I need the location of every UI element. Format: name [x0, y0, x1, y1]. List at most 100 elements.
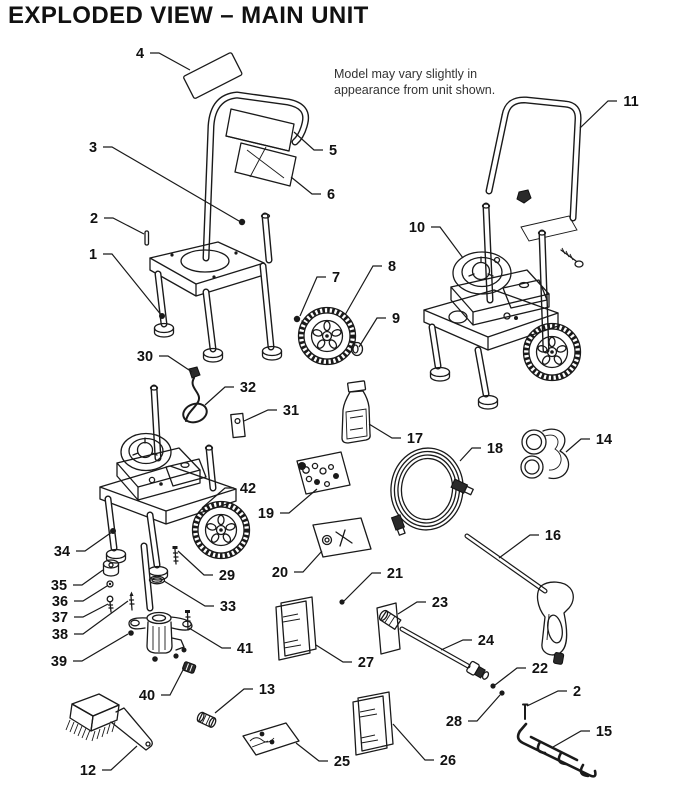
- pump-assembly-drawing: [102, 546, 197, 674]
- hose-hook-drawing: [520, 428, 570, 480]
- callout-label-38-21: 38: [52, 627, 68, 643]
- leader-line-29-16: [177, 550, 213, 576]
- leader-line-10-9: [431, 226, 464, 259]
- hose-fitting-right: [450, 478, 474, 496]
- hub-cap: [350, 341, 364, 357]
- pump-bolt-c: [185, 610, 191, 631]
- handle-panel-lower: [234, 142, 297, 187]
- leader-line-16-31: [498, 534, 539, 559]
- leader-line-24-35: [440, 639, 472, 651]
- cart-frame-drawing: [144, 52, 364, 364]
- leader-line-11-10: [579, 100, 617, 129]
- leader-line-3-1: [103, 146, 240, 222]
- wheel-drawing: [524, 324, 581, 381]
- callout-label-30-11: 30: [137, 349, 153, 365]
- callout-label-40-24: 40: [139, 688, 155, 704]
- leader-line-34-15: [76, 531, 113, 552]
- spray-wand-drawing: [399, 626, 490, 680]
- handle-knob: [516, 189, 532, 204]
- leader-line-42-14: [201, 487, 234, 509]
- callout-label-37-20: 37: [52, 610, 68, 626]
- pump-cap: [102, 559, 120, 577]
- leader-line-23-34: [397, 601, 426, 615]
- locking-pin: [144, 230, 150, 246]
- handle-bar: [485, 96, 582, 222]
- leader-line-13-26: [214, 688, 253, 714]
- model-note-line1: Model may vary slightly in: [334, 67, 478, 81]
- callout-label-26-41: 26: [440, 753, 456, 769]
- handle-knob-bolt: [238, 218, 246, 226]
- leader-line-17-28: [368, 423, 401, 439]
- fastener-28: [499, 690, 505, 696]
- mounting-hardware: [520, 215, 584, 268]
- wire-loop: [182, 402, 208, 424]
- callout-label-28-39: 28: [446, 714, 462, 730]
- leader-line-2-2: [104, 217, 145, 235]
- leader-line-20-32: [294, 550, 323, 573]
- leader-line-1-3: [103, 253, 163, 317]
- callout-label-20-32: 20: [272, 565, 288, 581]
- callout-label-33-17: 33: [220, 599, 236, 615]
- frame-legs: [104, 495, 169, 581]
- callout-label-4-0: 4: [136, 46, 144, 62]
- leader-line-35-18: [73, 569, 104, 586]
- callout-label-29-16: 29: [219, 568, 235, 584]
- pump-nut: [106, 580, 114, 588]
- leader-line-19-27: [280, 488, 318, 514]
- frame-deck: [149, 241, 265, 297]
- callout-label-23-34: 23: [432, 595, 448, 611]
- spark-plug-wire: [185, 366, 201, 422]
- fittings-bag-drawing: [296, 451, 351, 495]
- leader-line-36-19: [74, 585, 108, 602]
- fastener-22: [490, 683, 496, 689]
- leader-line-7-6: [299, 276, 326, 317]
- parts-bag-drawing: [242, 722, 300, 756]
- handle-tube: [202, 91, 310, 262]
- page-title: EXPLODED VIEW – MAIN UNIT: [8, 2, 369, 29]
- leader-line-18-29: [459, 447, 481, 462]
- callout-label-32-12: 32: [240, 380, 256, 396]
- callout-label-34-15: 34: [54, 544, 70, 560]
- callout-label-42-14: 42: [240, 481, 256, 497]
- leader-line-25-40: [295, 742, 328, 762]
- callout-label-13-26: 13: [259, 682, 275, 698]
- leader-line-32-12: [204, 386, 234, 406]
- screw-21: [339, 599, 345, 605]
- pin-drawing: [522, 703, 529, 720]
- callout-label-19-27: 19: [258, 506, 274, 522]
- callout-label-25-40: 25: [334, 754, 350, 770]
- leader-line-30-11: [159, 355, 193, 373]
- callout-label-6-5: 6: [327, 187, 335, 203]
- leader-line-38-21: [74, 600, 129, 635]
- mount-bolt: [172, 546, 179, 565]
- leader-line-8-7: [344, 265, 382, 316]
- leader-line-40-24: [161, 667, 185, 696]
- handle-grip-foam: [183, 52, 243, 99]
- callout-label-27-36: 27: [358, 655, 374, 671]
- manual-drawing-2: [352, 691, 394, 756]
- callout-label-3-1: 3: [89, 140, 97, 156]
- frame-deck: [99, 465, 237, 525]
- leader-line-28-39: [468, 694, 501, 722]
- callout-label-22-37: 22: [532, 661, 548, 677]
- leader-line-33-17: [163, 580, 214, 607]
- callout-label-39-22: 39: [51, 654, 67, 670]
- pump-nut-b: [128, 630, 134, 636]
- leader-line-21-33: [343, 572, 381, 602]
- callouts-layer: 4321567891011303231423429333536373839414…: [51, 46, 639, 779]
- wheel-drawing: [193, 502, 250, 559]
- pump-bolt-a: [106, 595, 114, 613]
- callout-label-2-2: 2: [90, 211, 98, 227]
- callout-label-12-25: 12: [80, 763, 96, 779]
- hose-fitting-left: [390, 514, 406, 536]
- assembled-unit-drawing: [423, 96, 584, 410]
- manual-drawing-1: [275, 596, 317, 661]
- callout-label-16-31: 16: [545, 528, 561, 544]
- leader-line-5-4: [293, 131, 323, 151]
- callout-label-35-18: 35: [51, 578, 67, 594]
- o-ring: [148, 575, 166, 585]
- callout-label-36-19: 36: [52, 594, 68, 610]
- drain-plug: [182, 661, 197, 674]
